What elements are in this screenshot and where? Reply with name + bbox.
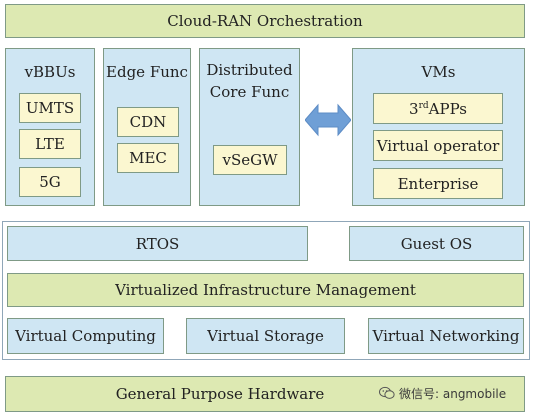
edge-func-panel: Edge Func CDN MEC [103,48,191,206]
orchestration-bar: Cloud-RAN Orchestration [5,4,525,38]
vim-bar: Virtualized Infrastructure Management [7,273,524,307]
vms-title: VMs [421,63,456,81]
watermark-text: 微信号: angmobile [399,386,507,401]
wechat-icon [379,386,395,399]
core-item-vsegw: vSeGW [213,145,287,175]
orchestration-label: Cloud-RAN Orchestration [167,12,363,30]
edge-func-title: Edge Func [106,63,188,81]
watermark: 微信号: angmobile [379,384,529,402]
virtual-networking-box: Virtual Networking [368,318,524,354]
double-arrow-icon [305,103,351,137]
vm-item-3rd-apps: 3rdAPPs [373,93,503,124]
core-func-title-line1: Distributed [206,61,293,79]
guest-os-box: Guest OS [349,226,524,261]
rtos-box: RTOS [7,226,308,261]
vbbu-item-umts: UMTS [19,93,81,123]
vm-item-3rd-apps-label: 3rdAPPs [409,99,467,118]
vm-item-virtual-operator: Virtual operator [373,130,503,161]
vbbus-panel: vBBUs UMTS LTE 5G [5,48,95,206]
edge-item-cdn: CDN [117,107,179,137]
core-func-title-line2: Core Func [209,83,290,101]
vbbu-item-5g: 5G [19,167,81,197]
vbbus-title: vBBUs [24,63,76,81]
edge-item-mec: MEC [117,143,179,173]
vm-item-enterprise: Enterprise [373,168,503,199]
double-arrow-shape [305,103,351,137]
hardware-bar: General Purpose Hardware [5,376,525,412]
vms-panel: VMs 3rdAPPs Virtual operator Enterprise [352,48,525,206]
vbbu-item-lte: LTE [19,129,81,159]
virtual-computing-box: Virtual Computing [7,318,164,354]
core-func-panel: Distributed Core Func vSeGW [199,48,300,206]
virtual-storage-box: Virtual Storage [186,318,345,354]
